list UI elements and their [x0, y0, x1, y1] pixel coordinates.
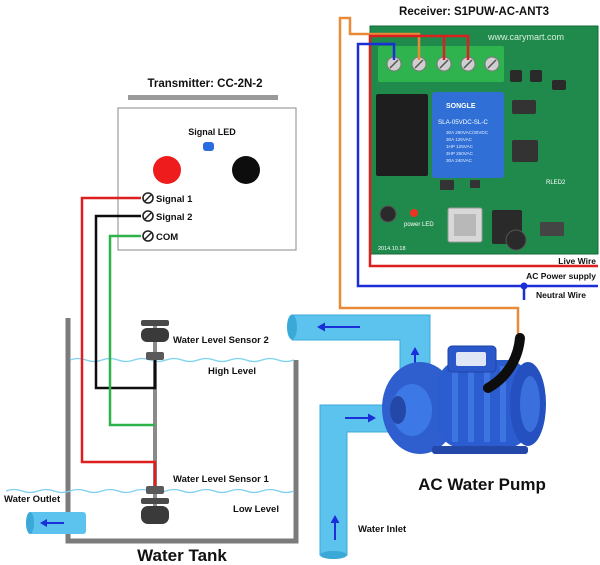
terminal-signal-2: Signal 2	[142, 210, 192, 223]
pump-power-cable	[483, 333, 525, 393]
water-level-sensor-1: Water Level Sensor 1	[141, 474, 269, 524]
power-led-label: power LED	[404, 222, 434, 228]
discharge-pipe	[291, 314, 431, 373]
tank-wiring	[80, 196, 157, 486]
terminal-com: COM	[142, 230, 178, 243]
signal-2-label: Signal 2	[156, 212, 192, 223]
signal-led	[203, 142, 214, 151]
signal-1-label: Signal 1	[156, 194, 193, 205]
orange-wire	[338, 16, 520, 336]
transmitter-box	[117, 107, 297, 251]
pump-title: AC Water Pump	[418, 475, 546, 494]
relay-model: SLA-05VDC-SL-C	[438, 119, 488, 126]
sensor-rod	[153, 322, 157, 522]
green-wire-com	[108, 234, 155, 427]
water-tank: High Level Low Level Water Tank Water Le…	[4, 318, 299, 565]
power-module	[376, 94, 428, 176]
transmitter-antenna	[128, 95, 278, 100]
relay-spec-4: 3HP 250VAC	[446, 151, 474, 156]
neutral-wire-label: Neutral Wire	[536, 290, 586, 300]
relay-spec-5: 30A 240VAC	[446, 158, 473, 163]
receiver: Receiver: S1PUW-AC-ANT3 www.carymart.com…	[369, 6, 599, 255]
low-level-label: Low Level	[233, 504, 279, 515]
terminal-signal-1: Signal 1	[142, 192, 193, 205]
water-inlet-label: Water Inlet	[358, 524, 407, 535]
pump-pipes: Water Inlet	[287, 314, 431, 559]
red-wire-signal-1	[80, 196, 157, 486]
neutral-junction	[520, 282, 528, 290]
relay-spec-2: 30A 125VAC	[446, 137, 473, 142]
live-wire-label: Live Wire	[558, 256, 596, 266]
black-button	[232, 156, 260, 184]
high-level-line	[69, 357, 295, 363]
relay-spec-3: 1HP 125VAC	[446, 144, 474, 149]
red-button	[153, 156, 181, 184]
red-live-wire	[368, 34, 598, 268]
power-wiring: Live Wire AC Power supply Neutral Wire	[338, 16, 598, 393]
high-level-label: High Level	[208, 366, 256, 377]
brand-text: www.carymart.com	[487, 32, 564, 42]
sensor-2-label: Water Level Sensor 2	[173, 335, 269, 346]
tank-title: Water Tank	[137, 546, 227, 565]
black-wire-signal-2	[94, 214, 157, 390]
water-outlet-pipe	[26, 512, 86, 534]
relay-brand: SONGLE	[446, 103, 476, 110]
transmitter-title: Transmitter: CC-2N-2	[147, 78, 262, 90]
ac-water-pump: AC Water Pump	[382, 345, 546, 494]
terminal-block	[378, 46, 504, 82]
sensor-1-label: Water Level Sensor 1	[173, 474, 269, 485]
rled2-label: RLED2	[546, 180, 566, 186]
board-date: 2014.10.18	[378, 246, 406, 252]
water-level-sensor-2: Water Level Sensor 2	[141, 320, 269, 360]
water-outlet-label: Water Outlet	[4, 494, 61, 505]
com-label: COM	[156, 232, 178, 243]
receiver-title: Receiver: S1PUW-AC-ANT3	[399, 6, 549, 18]
blue-neutral-wire	[356, 42, 598, 288]
relay: SONGLE SLA-05VDC-SL-C 30A 250VAC/30VDC 3…	[432, 92, 504, 178]
learn-button	[379, 205, 397, 223]
relay-spec-1: 30A 250VAC/30VDC	[446, 130, 489, 135]
power-led	[410, 209, 418, 217]
transmitter: Transmitter: CC-2N-2 Signal LED Signal 1…	[117, 78, 297, 251]
tank-walls	[65, 318, 299, 544]
signal-led-label: Signal LED	[188, 127, 236, 137]
ac-power-label: AC Power supply	[526, 271, 596, 281]
